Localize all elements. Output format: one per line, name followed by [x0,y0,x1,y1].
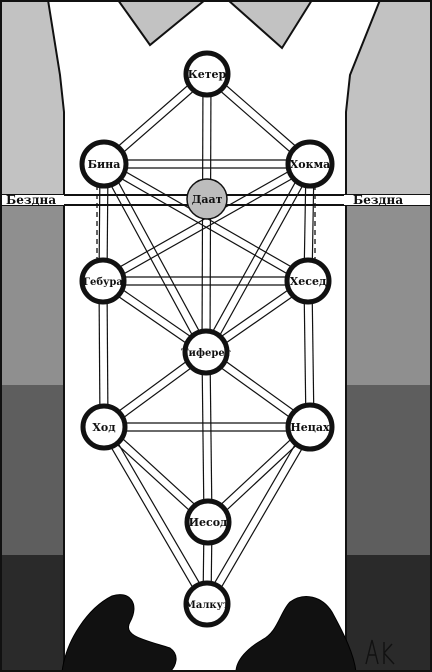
sephira-netzach: Нецах [285,402,335,452]
path-chesed-netzach-b [311,280,315,427]
sephira-daat-label: Даат [192,193,223,206]
path-chokhmah-gevurah-b [104,166,313,286]
sephira-tiferet-label: Тиферет [181,348,231,359]
sephira-keter-label: Кетер [188,68,227,81]
root-right [235,596,357,672]
artist-monogram [365,639,395,665]
sephira-gevurah-label: Гебура [83,277,123,288]
path-hod-yesod-b [106,423,212,520]
sephira-malkuth-circle [183,580,231,628]
sephira-hod: Ход [80,403,128,451]
path-netzach-malkuth-b [209,428,314,607]
path-tiferet-yesod-a [201,352,205,523]
abyss-label-right: Бездна [353,193,403,207]
sephira-yesod: Иесод [184,498,232,546]
path-chesed-netzach-a [303,281,307,428]
path-hod-malkuth-b [106,424,211,603]
sephira-tiferet: Тиферет [181,328,231,376]
abyss-label-left: Бездна [6,193,56,207]
sephira-chokhmah-label: Хокма [290,158,331,171]
path-hod-yesod-a [100,429,206,526]
sephira-malkuth: Малкут [183,580,231,628]
path-binah-chesed-a [101,166,307,285]
sephira-hod-label: Ход [92,421,115,434]
path-gevurah-hod-a [98,281,101,428]
path-binah-tiferet-a [99,165,204,355]
path-hod-malkuth-a [100,428,205,607]
sephira-malkuth-label: Малкут [185,600,229,611]
path-binah-tiferet-b [106,161,211,351]
artist-monogram-stroke [365,639,395,665]
sephira-netzach-circle [285,402,335,452]
sephira-binah-label: Бина [88,158,121,171]
sephira-keter-circle [183,50,231,98]
path-chokhmah-tiferet-b [208,165,315,355]
sephira-daat: Даат [186,178,228,220]
sephira-chokhmah-circle [285,139,335,189]
sephira-binah: Бина [79,139,129,189]
sephira-hod-circle [80,403,128,451]
sephira-chesed-circle [284,257,332,305]
path-tiferet-yesod-b [209,351,213,522]
sephira-chokhmah: Хокма [285,139,335,189]
path-netzach-malkuth-a [203,424,308,603]
sephira-gevurah-circle [79,257,127,305]
sephira-gevurah: Гебура [79,257,127,305]
abyss-label-bg-right [344,195,432,205]
sephira-daat-circle [186,178,228,220]
sephira-binah-circle [79,139,129,189]
root-left [61,594,177,672]
sephira-yesod-circle [184,498,232,546]
sephira-chesed-label: Хесед [290,275,327,288]
sephira-keter: Кетер [183,50,231,98]
sephira-netzach-label: Нецах [290,421,330,434]
sephira-tiferet-circle [182,328,230,376]
sephira-chesed: Хесед [284,257,332,305]
path-chokhmah-tiferet-a [201,161,308,351]
abyss-label-bg-left [0,195,64,205]
path-gevurah-hod-b [106,280,109,427]
sephira-yesod-label: Иесод [189,516,228,529]
